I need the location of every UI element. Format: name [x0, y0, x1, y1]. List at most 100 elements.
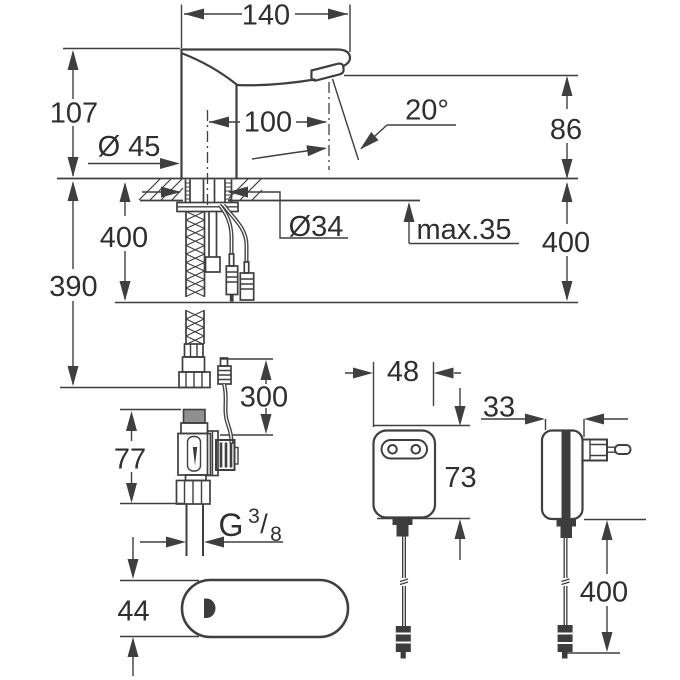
- dimension-lines: [60, 4, 646, 676]
- plug-base: [581, 438, 608, 462]
- plug-face: [380, 439, 428, 460]
- arrowhead: [525, 413, 545, 425]
- thread-numerator: 3: [248, 505, 260, 528]
- cord-grip: [556, 519, 576, 527]
- plug-pin-hole: [410, 444, 422, 455]
- aerator: [310, 62, 345, 82]
- power-adapter-side-view: [540, 429, 632, 659]
- dim-label-cable-below-left: 400: [100, 222, 148, 254]
- arrowhead: [126, 411, 137, 431]
- dim-label-deck-thickness: max.35: [416, 214, 511, 246]
- dim-label-adapter-height: 73: [444, 462, 476, 494]
- dim-label-base-diameter: Ø 45: [98, 131, 161, 163]
- thread-letter: G: [219, 507, 244, 543]
- supply-hose: [178, 210, 211, 389]
- arrowhead: [601, 520, 613, 540]
- sensor-window: [204, 598, 216, 618]
- arrowhead: [360, 132, 379, 150]
- connection-pipe: [185, 504, 204, 556]
- cord-grip: [392, 517, 413, 525]
- valve-slot: [186, 435, 202, 472]
- arrowhead: [126, 483, 137, 503]
- sensor-unit: [180, 578, 350, 639]
- dc-connector: [395, 626, 411, 652]
- arrowhead: [403, 202, 415, 222]
- dim-label-thread-size: G 3 / 8: [219, 505, 282, 546]
- arrowhead: [353, 367, 373, 379]
- dim-label-sensor-unit-height: 44: [117, 596, 149, 628]
- dc-connector: [557, 625, 573, 652]
- power-adapter-front-view: [372, 429, 437, 659]
- outlet-cap: [233, 446, 239, 465]
- arrowhead: [561, 182, 573, 202]
- arrowhead: [166, 536, 186, 548]
- dim-label-cable-below-right: 400: [542, 227, 590, 259]
- dc-connector-tip: [400, 652, 406, 659]
- arrowhead: [67, 157, 79, 177]
- arrowhead: [67, 181, 79, 201]
- dim-label-adapter-depth: 33: [483, 392, 515, 424]
- valve-collar: [180, 422, 209, 435]
- hose-sleeve: [181, 356, 206, 373]
- strain-relief: [396, 525, 409, 537]
- arrowhead: [204, 536, 224, 548]
- valve-stud: [182, 408, 206, 424]
- thread-marks: [185, 182, 232, 200]
- connector-pin: [243, 261, 250, 274]
- mounting-nut: [204, 256, 221, 273]
- arrowhead: [561, 281, 573, 301]
- arrowhead: [584, 413, 604, 425]
- dimension-labels: 140 107 Ø 45 100 20° 86 Ø34 max.35 400 4…: [49, 0, 628, 628]
- arrowhead: [433, 367, 454, 379]
- faucet-cables: [217, 203, 255, 302]
- arrowhead: [127, 637, 139, 657]
- arrowhead: [328, 8, 348, 20]
- dim-label-top-width: 140: [242, 0, 290, 32]
- arrowhead: [161, 186, 181, 198]
- arrowhead: [67, 366, 79, 386]
- arrowhead: [119, 281, 131, 301]
- cable-connector: [225, 265, 239, 296]
- dim-label-hose-length: 390: [49, 271, 97, 303]
- arrowhead: [306, 145, 327, 157]
- dim-label-valve-height: 77: [114, 444, 146, 476]
- arrowhead: [119, 182, 131, 202]
- dim-label-adapter-cable: 400: [580, 577, 628, 609]
- dc-connector-tip: [562, 652, 568, 659]
- thread-slash: /: [260, 509, 268, 539]
- thread-denominator: 8: [270, 523, 282, 546]
- dim-label-spray-angle: 20°: [405, 95, 449, 127]
- arrowhead: [561, 159, 573, 179]
- mounting-rod: [208, 211, 218, 257]
- pattern-lines: [185, 210, 205, 346]
- arrowhead: [454, 519, 466, 539]
- angle-valve: [175, 408, 239, 556]
- arrowhead: [228, 186, 248, 198]
- arrowhead: [601, 632, 613, 652]
- adapter-seam-stripe: [561, 431, 571, 519]
- dimension-arrowheads: [67, 8, 613, 657]
- centerlines: [206, 82, 330, 207]
- valve-indicator: [192, 447, 198, 466]
- connector-tip: [229, 294, 234, 302]
- arrowhead: [260, 360, 272, 380]
- control-cable: [217, 357, 234, 445]
- countertop-section: [57, 177, 578, 273]
- cable-connector: [239, 272, 255, 301]
- dim-label-adapter-width: 48: [387, 356, 419, 388]
- plug-pin-tip: [614, 444, 632, 455]
- arrowhead: [307, 116, 327, 128]
- sensor-housing: [180, 578, 350, 639]
- dim-label-sensor-cable: 300: [240, 382, 288, 414]
- faucet-side-view: [180, 48, 352, 180]
- arrowhead: [260, 414, 272, 434]
- spray-angle-line: [331, 78, 360, 161]
- connector-pin: [228, 253, 235, 267]
- strain-relief: [560, 526, 572, 538]
- arrowhead: [209, 116, 229, 128]
- arrowhead: [160, 158, 180, 169]
- arrowhead: [127, 559, 139, 579]
- braid-pattern: [185, 210, 205, 346]
